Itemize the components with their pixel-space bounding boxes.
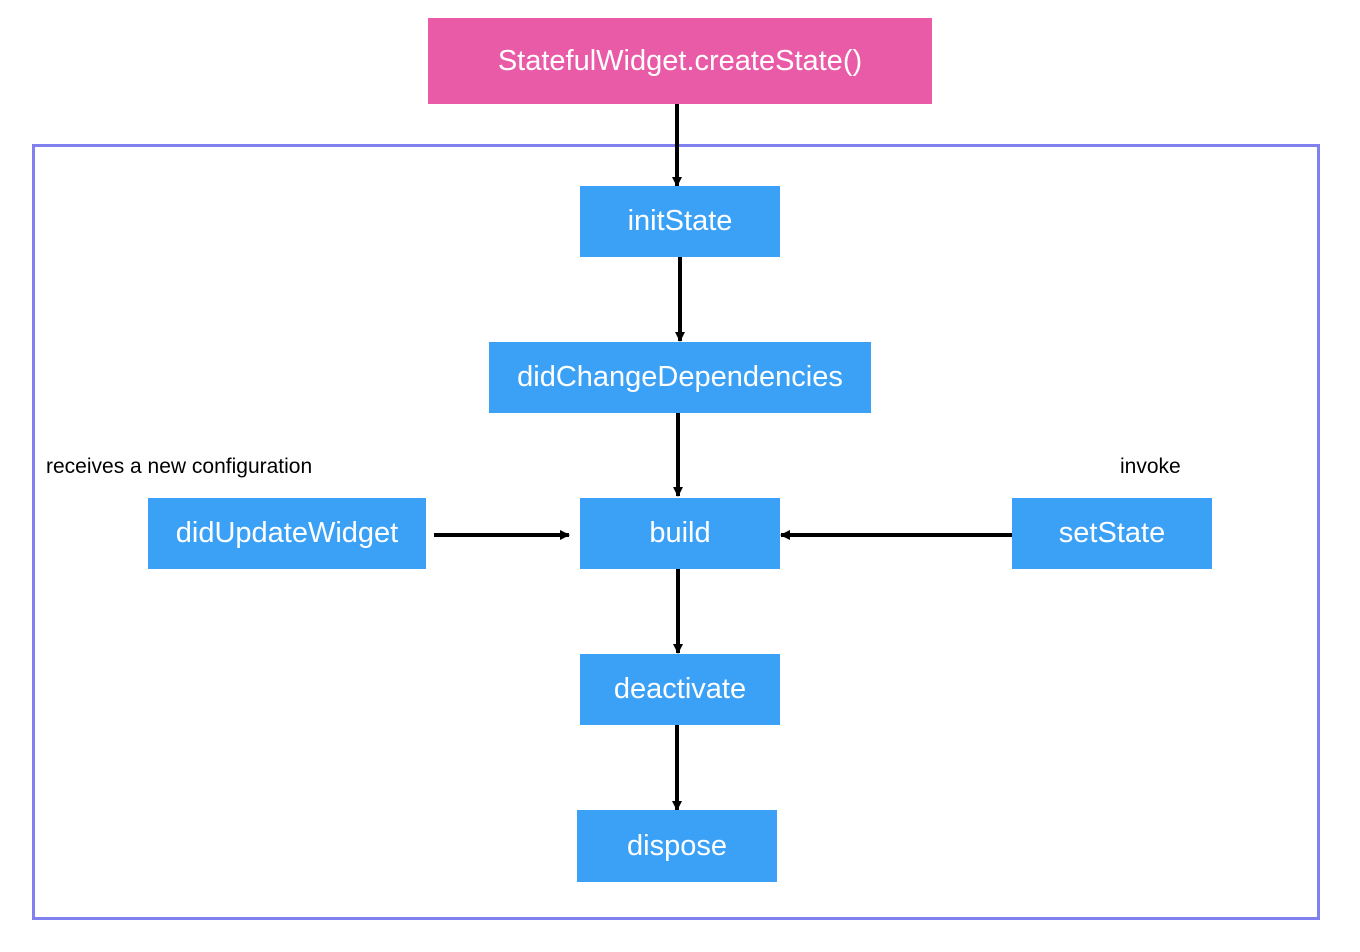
did-update-widget-node: didUpdateWidget [148,498,426,569]
build-node: build [580,498,780,569]
new-configuration-label: receives a new configuration [46,455,313,478]
did-change-dependencies-node: didChangeDependencies [489,342,871,413]
dispose-node: dispose [577,810,777,882]
set-state-node: setState [1012,498,1212,569]
deactivate-node: deactivate [580,654,780,725]
init-state-node: initState [580,186,780,257]
invoke-label: invoke [1120,455,1181,478]
create-state-node: StatefulWidget.createState() [428,18,932,104]
